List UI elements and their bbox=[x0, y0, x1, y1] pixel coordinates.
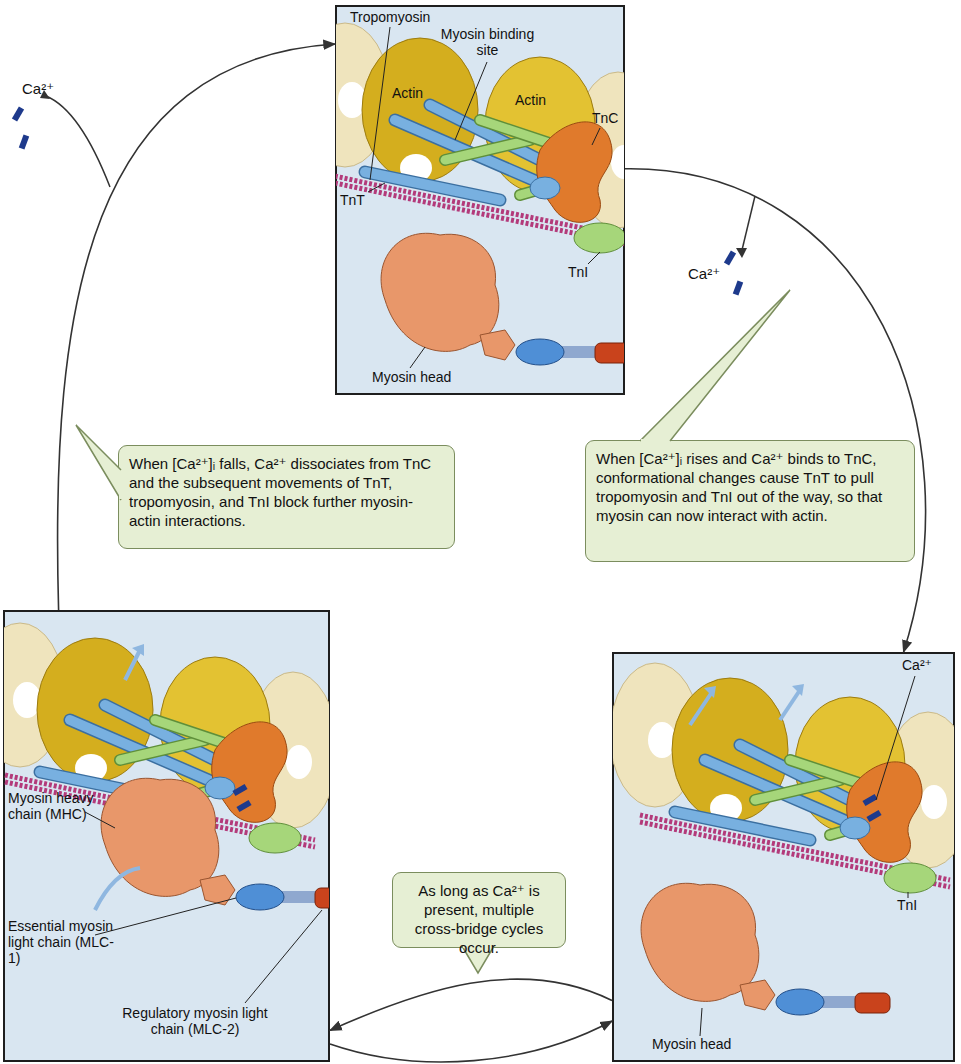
part-label: Actin bbox=[392, 85, 423, 101]
part-label: Ca²⁺ bbox=[902, 657, 932, 673]
part-label: TnC bbox=[592, 110, 618, 126]
part-label: Myosin heavy chain (MHC) bbox=[8, 790, 118, 822]
part-label: Myosin head bbox=[372, 369, 451, 385]
callout-text: As long as Ca²⁺ is present, multiple cro… bbox=[403, 881, 555, 957]
part-label: TnI bbox=[897, 897, 917, 913]
illustration-panel: Myosin heavy chain (MHC) Essential myosin… bbox=[3, 610, 330, 1062]
part-label: Regulatory myosin light chain (MLC-2) bbox=[110, 1005, 280, 1037]
part-label: Actin bbox=[515, 92, 546, 108]
cycle-arrow bbox=[330, 979, 612, 1030]
cycle-arrow bbox=[330, 1021, 612, 1062]
illustration-panel: Ca²⁺ TnI Myosin head bbox=[612, 652, 955, 1062]
callout-box: As long as Ca²⁺ is present, multiple cro… bbox=[392, 872, 566, 948]
part-label: Essential myosin light chain (MLC-1) bbox=[8, 918, 118, 966]
part-label: TnT bbox=[340, 192, 365, 208]
cycle-arrow bbox=[625, 169, 926, 652]
ion-label: Ca²⁺ bbox=[688, 265, 720, 282]
ion-label: Ca²⁺ bbox=[22, 80, 54, 97]
illustration-panel: TropomyosinMyosin binding siteActin Actin… bbox=[335, 5, 625, 395]
callout-text: When [Ca²⁺]ᵢ falls, Ca²⁺ dissociates fro… bbox=[129, 454, 444, 530]
callout-text: When [Ca²⁺]ᵢ rises and Ca²⁺ binds to TnC… bbox=[596, 449, 904, 525]
part-label: Tropomyosin bbox=[350, 9, 430, 25]
callout-box: When [Ca²⁺]ᵢ rises and Ca²⁺ binds to TnC… bbox=[585, 440, 915, 562]
part-label: Myosin binding site bbox=[440, 26, 535, 58]
part-label: TnI bbox=[568, 264, 588, 280]
callout-box: When [Ca²⁺]ᵢ falls, Ca²⁺ dissociates fro… bbox=[118, 445, 455, 549]
part-label: Myosin head bbox=[652, 1036, 731, 1052]
